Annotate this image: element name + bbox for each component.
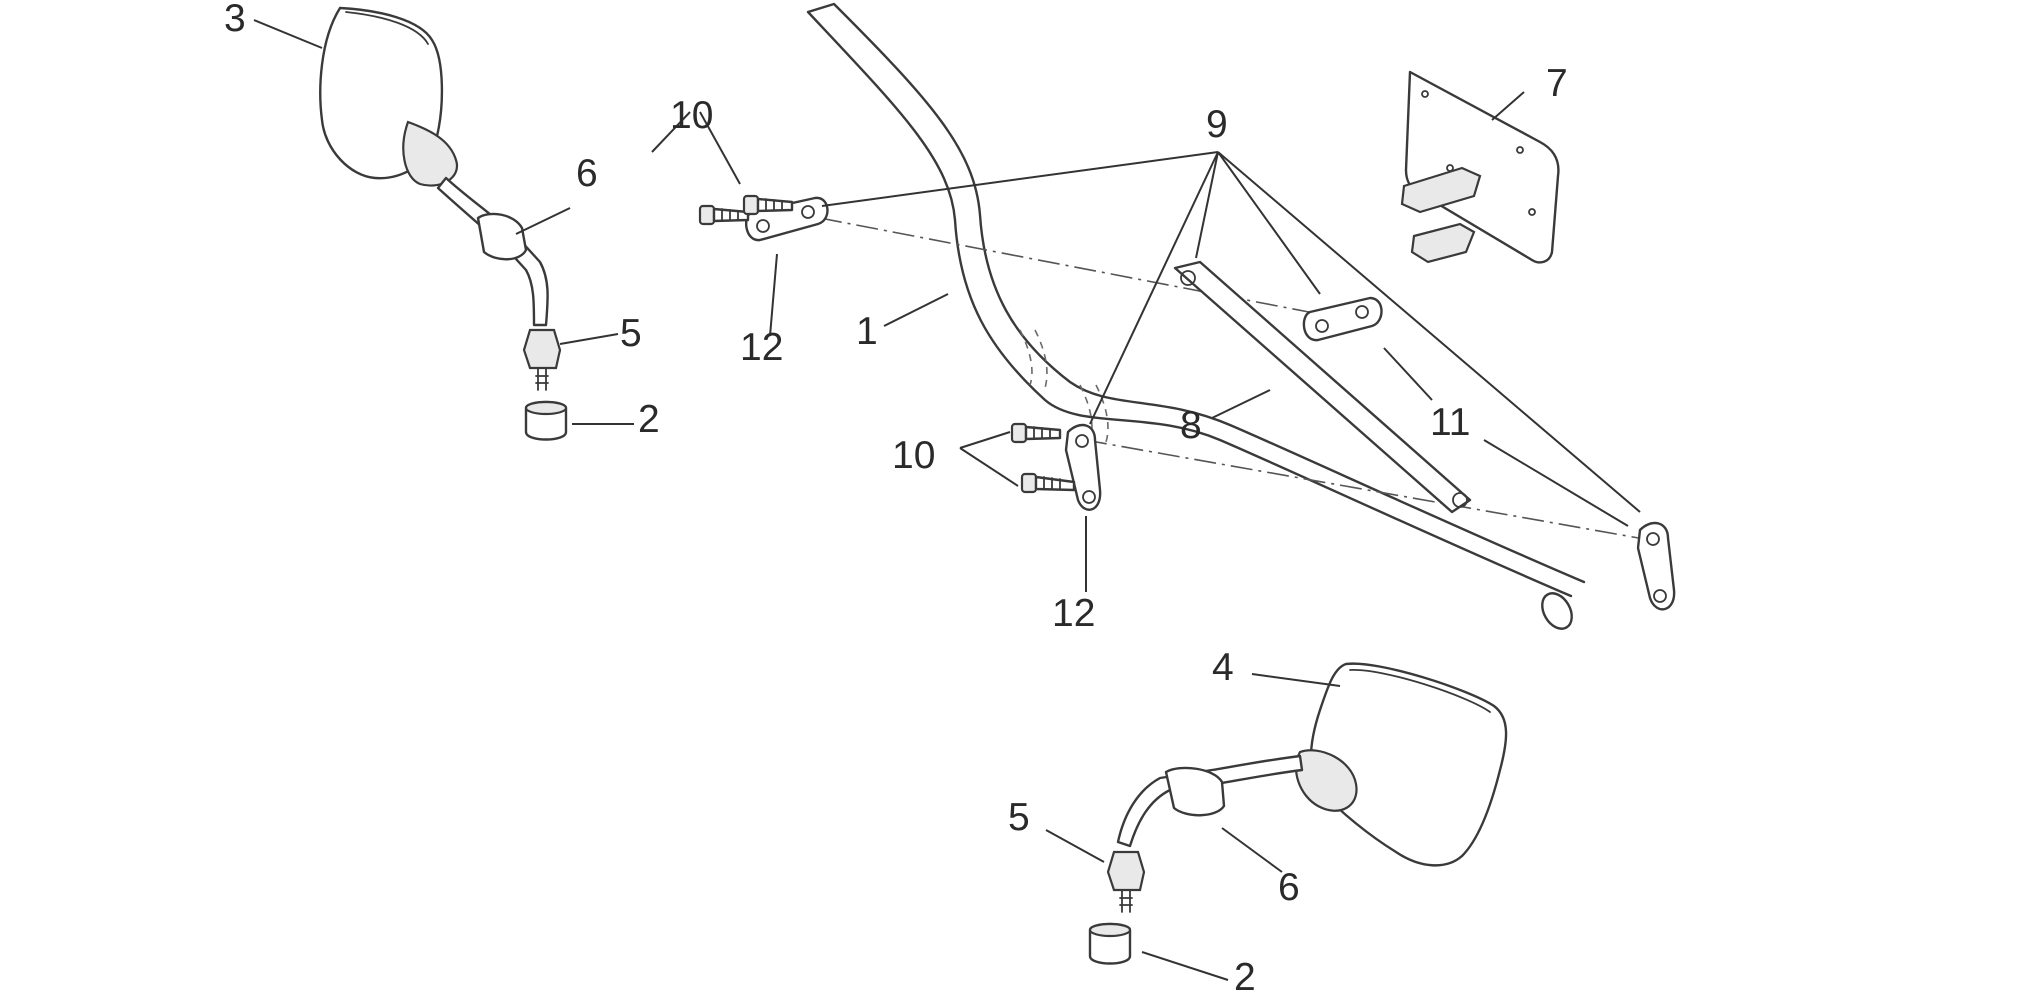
axis-upper-clamp bbox=[819, 217, 1341, 319]
lower-right-clamp-hole-a bbox=[1646, 532, 1660, 546]
upper-left-clamp-body bbox=[744, 196, 829, 242]
bolt bbox=[1010, 422, 1062, 444]
axis-lower-clamp bbox=[1084, 439, 1651, 541]
bolt bbox=[1020, 472, 1076, 494]
brace-bar-hole-top bbox=[1180, 270, 1196, 286]
lower-right-clamp bbox=[1636, 521, 1676, 611]
right-mirror-adapter bbox=[1106, 850, 1146, 913]
right-mirror-head bbox=[1309, 662, 1508, 867]
right-mirror-neck bbox=[1295, 749, 1358, 812]
handlebar-outline bbox=[806, 2, 1586, 598]
upper-left-clamp bbox=[744, 196, 829, 242]
brace-bar-hole-bottom bbox=[1452, 492, 1468, 508]
callout-4: 4 bbox=[1212, 646, 1234, 689]
assembly-axes bbox=[819, 217, 1651, 541]
right-mirror-arm bbox=[1116, 754, 1304, 848]
lower-left-clamp-hole-a bbox=[1075, 434, 1089, 448]
callout-5-left: 5 bbox=[620, 312, 642, 355]
lower-left-clamp bbox=[1064, 423, 1102, 511]
upper-right-clamp-body bbox=[1302, 296, 1383, 342]
right-mirror-nut bbox=[1088, 922, 1132, 965]
mounting-plate-bracket-upper bbox=[1400, 166, 1482, 214]
callout-10-upper: 10 bbox=[670, 94, 713, 137]
callout-labels: 3 6 5 2 10 12 1 9 7 8 11 10 12 4 5 6 2 bbox=[224, 0, 1568, 996]
mounting-plate-bracket-lower bbox=[1410, 222, 1476, 264]
mounting-plate-body bbox=[1404, 70, 1560, 264]
callout-2-left: 2 bbox=[638, 398, 660, 441]
callout-12-lower: 12 bbox=[1052, 592, 1095, 635]
callout-6-left: 6 bbox=[576, 152, 598, 195]
left-mirror bbox=[319, 6, 549, 327]
leader-lines bbox=[253, 19, 1641, 981]
callout-7: 7 bbox=[1546, 62, 1568, 105]
upper-left-clamp-hole-a bbox=[756, 219, 770, 233]
brace-bar-outline bbox=[1173, 260, 1472, 514]
handlebar-grip-marks bbox=[1019, 329, 1109, 443]
right-mirror bbox=[1116, 662, 1508, 867]
callout-9: 9 bbox=[1206, 103, 1228, 146]
left-mirror-boot bbox=[476, 212, 528, 261]
brace-bar bbox=[1173, 260, 1472, 514]
upper-right-clamp-hole-a bbox=[1315, 319, 1329, 333]
lower-left-clamp-hole-b bbox=[1082, 490, 1096, 504]
bolts-upper bbox=[698, 194, 794, 226]
upper-left-clamp-hole-b bbox=[801, 205, 815, 219]
mounting-plate bbox=[1400, 70, 1560, 264]
upper-right-clamp-hole-b bbox=[1355, 305, 1369, 319]
lower-right-clamp-hole-b bbox=[1653, 589, 1667, 603]
callout-11: 11 bbox=[1430, 401, 1471, 444]
lower-left-clamp-body bbox=[1064, 423, 1102, 511]
upper-right-clamp bbox=[1302, 296, 1383, 342]
right-mirror-boot bbox=[1164, 766, 1226, 817]
handlebar bbox=[806, 2, 1586, 630]
callout-3: 3 bbox=[224, 0, 246, 40]
callout-1: 1 bbox=[856, 310, 878, 353]
callout-12-upper: 12 bbox=[740, 326, 783, 369]
callout-10-lower: 10 bbox=[892, 434, 935, 477]
left-mirror-nut bbox=[524, 400, 568, 441]
left-mirror-neck bbox=[402, 120, 459, 187]
handlebar-end-cap bbox=[1541, 592, 1573, 630]
callout-2-right: 2 bbox=[1234, 956, 1256, 996]
callout-8: 8 bbox=[1180, 404, 1202, 447]
callout-5-right: 5 bbox=[1008, 796, 1030, 839]
bolts-lower bbox=[1010, 422, 1076, 494]
lower-right-clamp-body bbox=[1636, 521, 1676, 611]
callout-6-right: 6 bbox=[1278, 866, 1300, 909]
bolt bbox=[698, 204, 750, 226]
bolt bbox=[742, 194, 794, 216]
left-mirror-adapter bbox=[522, 328, 562, 391]
